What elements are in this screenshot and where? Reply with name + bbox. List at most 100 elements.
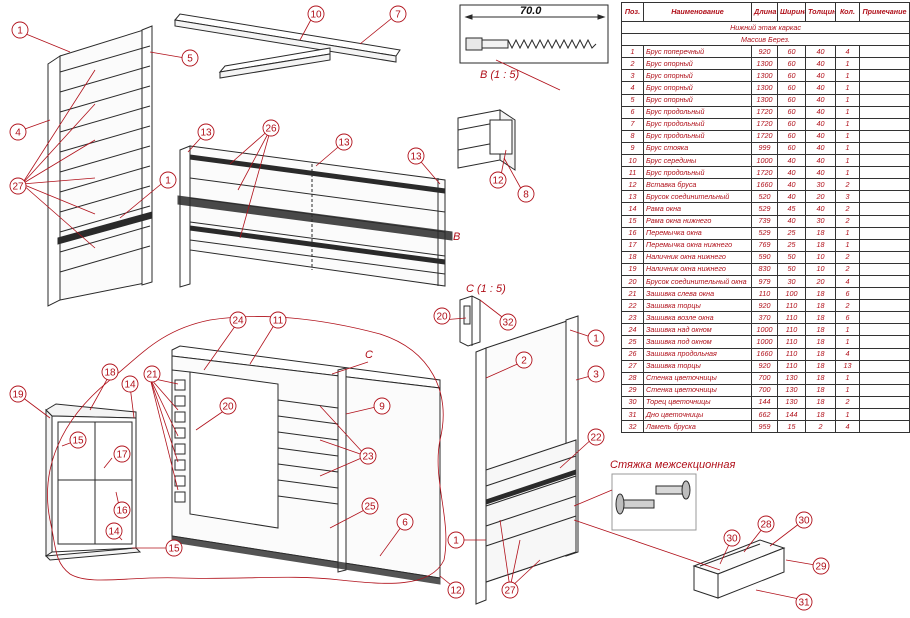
cell-qty: 1	[835, 57, 860, 71]
callout-circle	[269, 311, 287, 329]
cell-thickness: 30	[805, 214, 836, 228]
cell-pos: 28	[621, 371, 644, 385]
cell-name: Стенка цветочницы	[643, 383, 752, 397]
cell-thickness: 18	[805, 238, 836, 252]
cell-pos: 19	[621, 262, 644, 276]
cell-note	[859, 141, 910, 156]
cell-name: Стенка цветочницы	[643, 371, 752, 385]
table-header-row: Поз. Наименование Длина Ширина Толщина К…	[621, 2, 910, 22]
cell-note	[859, 420, 910, 434]
callout-circle	[197, 123, 215, 141]
callout-circle	[812, 557, 830, 575]
cell-width: 144	[777, 407, 806, 422]
cell-thickness: 40	[805, 81, 836, 95]
cell-width: 60	[777, 45, 806, 59]
callout-circle	[69, 431, 87, 449]
cell-length: 700	[751, 371, 778, 385]
cell-name: Брус опорный	[643, 93, 752, 107]
specification-table-container: Поз. Наименование Длина Ширина Толщина К…	[621, 2, 910, 616]
cell-qty: 2	[835, 395, 860, 410]
callout-circle	[9, 385, 27, 403]
screw-dimension-label: 70.0	[520, 5, 542, 17]
cell-thickness: 20	[805, 274, 836, 289]
cell-note	[859, 105, 910, 119]
callout-circle	[723, 529, 741, 547]
cell-width: 40	[777, 178, 806, 192]
cell-thickness: 18	[805, 407, 836, 422]
cell-name: Брус продольный	[643, 117, 752, 131]
cell-note	[859, 347, 910, 361]
cell-note	[859, 226, 910, 240]
callout-number: 29	[815, 562, 827, 573]
callout-circle	[587, 329, 605, 347]
cell-thickness: 10	[805, 250, 836, 264]
callout-number: 24	[232, 316, 244, 327]
cell-pos: 4	[621, 81, 644, 95]
cell-name: Брусок соединительный	[643, 190, 752, 204]
cell-name: Рама окна	[643, 202, 752, 216]
cell-name: Брус поперечный	[643, 45, 752, 59]
cell-width: 45	[777, 202, 806, 216]
cell-width: 30	[777, 274, 806, 289]
cell-length: 1660	[751, 347, 778, 361]
cell-length: 920	[751, 299, 778, 313]
callout-number: 28	[760, 520, 772, 531]
cell-pos: 3	[621, 69, 644, 83]
header-name: Наименование	[643, 2, 752, 22]
callout-number: 26	[265, 124, 277, 135]
window-frame	[44, 403, 142, 561]
callout-number: 30	[798, 516, 810, 527]
cell-name: Зашивка торцы	[643, 359, 752, 373]
marker-b: B	[453, 231, 460, 243]
cell-length: 1660	[751, 178, 778, 192]
cell-name: Брус опорный	[643, 57, 752, 71]
callout-circle	[447, 581, 465, 599]
cell-note	[859, 299, 910, 313]
callout-number: 15	[72, 436, 84, 447]
cell-note	[859, 250, 910, 264]
cell-pos: 17	[621, 238, 644, 252]
callout-number: 4	[15, 128, 21, 139]
cell-width: 60	[777, 129, 806, 143]
cell-pos: 22	[621, 299, 644, 313]
cell-qty: 2	[835, 202, 860, 216]
detail-c-view	[459, 295, 481, 347]
callout-number: 17	[116, 450, 128, 461]
cell-qty: 1	[835, 81, 860, 95]
cell-pos: 14	[621, 202, 644, 216]
callout-circle	[113, 445, 131, 463]
cell-thickness: 18	[805, 371, 836, 385]
cell-qty: 13	[835, 359, 860, 373]
cell-length: 1000	[751, 154, 778, 168]
callout-circle	[795, 511, 813, 529]
cell-thickness: 40	[805, 105, 836, 119]
callout-number: 13	[338, 138, 350, 149]
cell-thickness: 40	[805, 69, 836, 83]
cell-pos: 10	[621, 154, 644, 168]
cell-name: Зашивка над окном	[643, 323, 752, 337]
callout-number: 14	[108, 527, 120, 538]
callout-circle	[587, 428, 605, 446]
cell-width: 40	[777, 190, 806, 204]
cell-pos: 12	[621, 178, 644, 192]
cell-name: Торец цветочницы	[643, 395, 752, 410]
header-length: Длина	[751, 2, 778, 22]
cell-pos: 21	[621, 287, 644, 301]
front-panel	[171, 345, 441, 585]
callout-number: 10	[310, 10, 322, 21]
callout-circle	[11, 21, 29, 39]
cell-note	[859, 93, 910, 107]
cell-thickness: 20	[805, 190, 836, 204]
cell-length: 1300	[751, 57, 778, 71]
material-label: Массив Берез.	[621, 33, 910, 47]
